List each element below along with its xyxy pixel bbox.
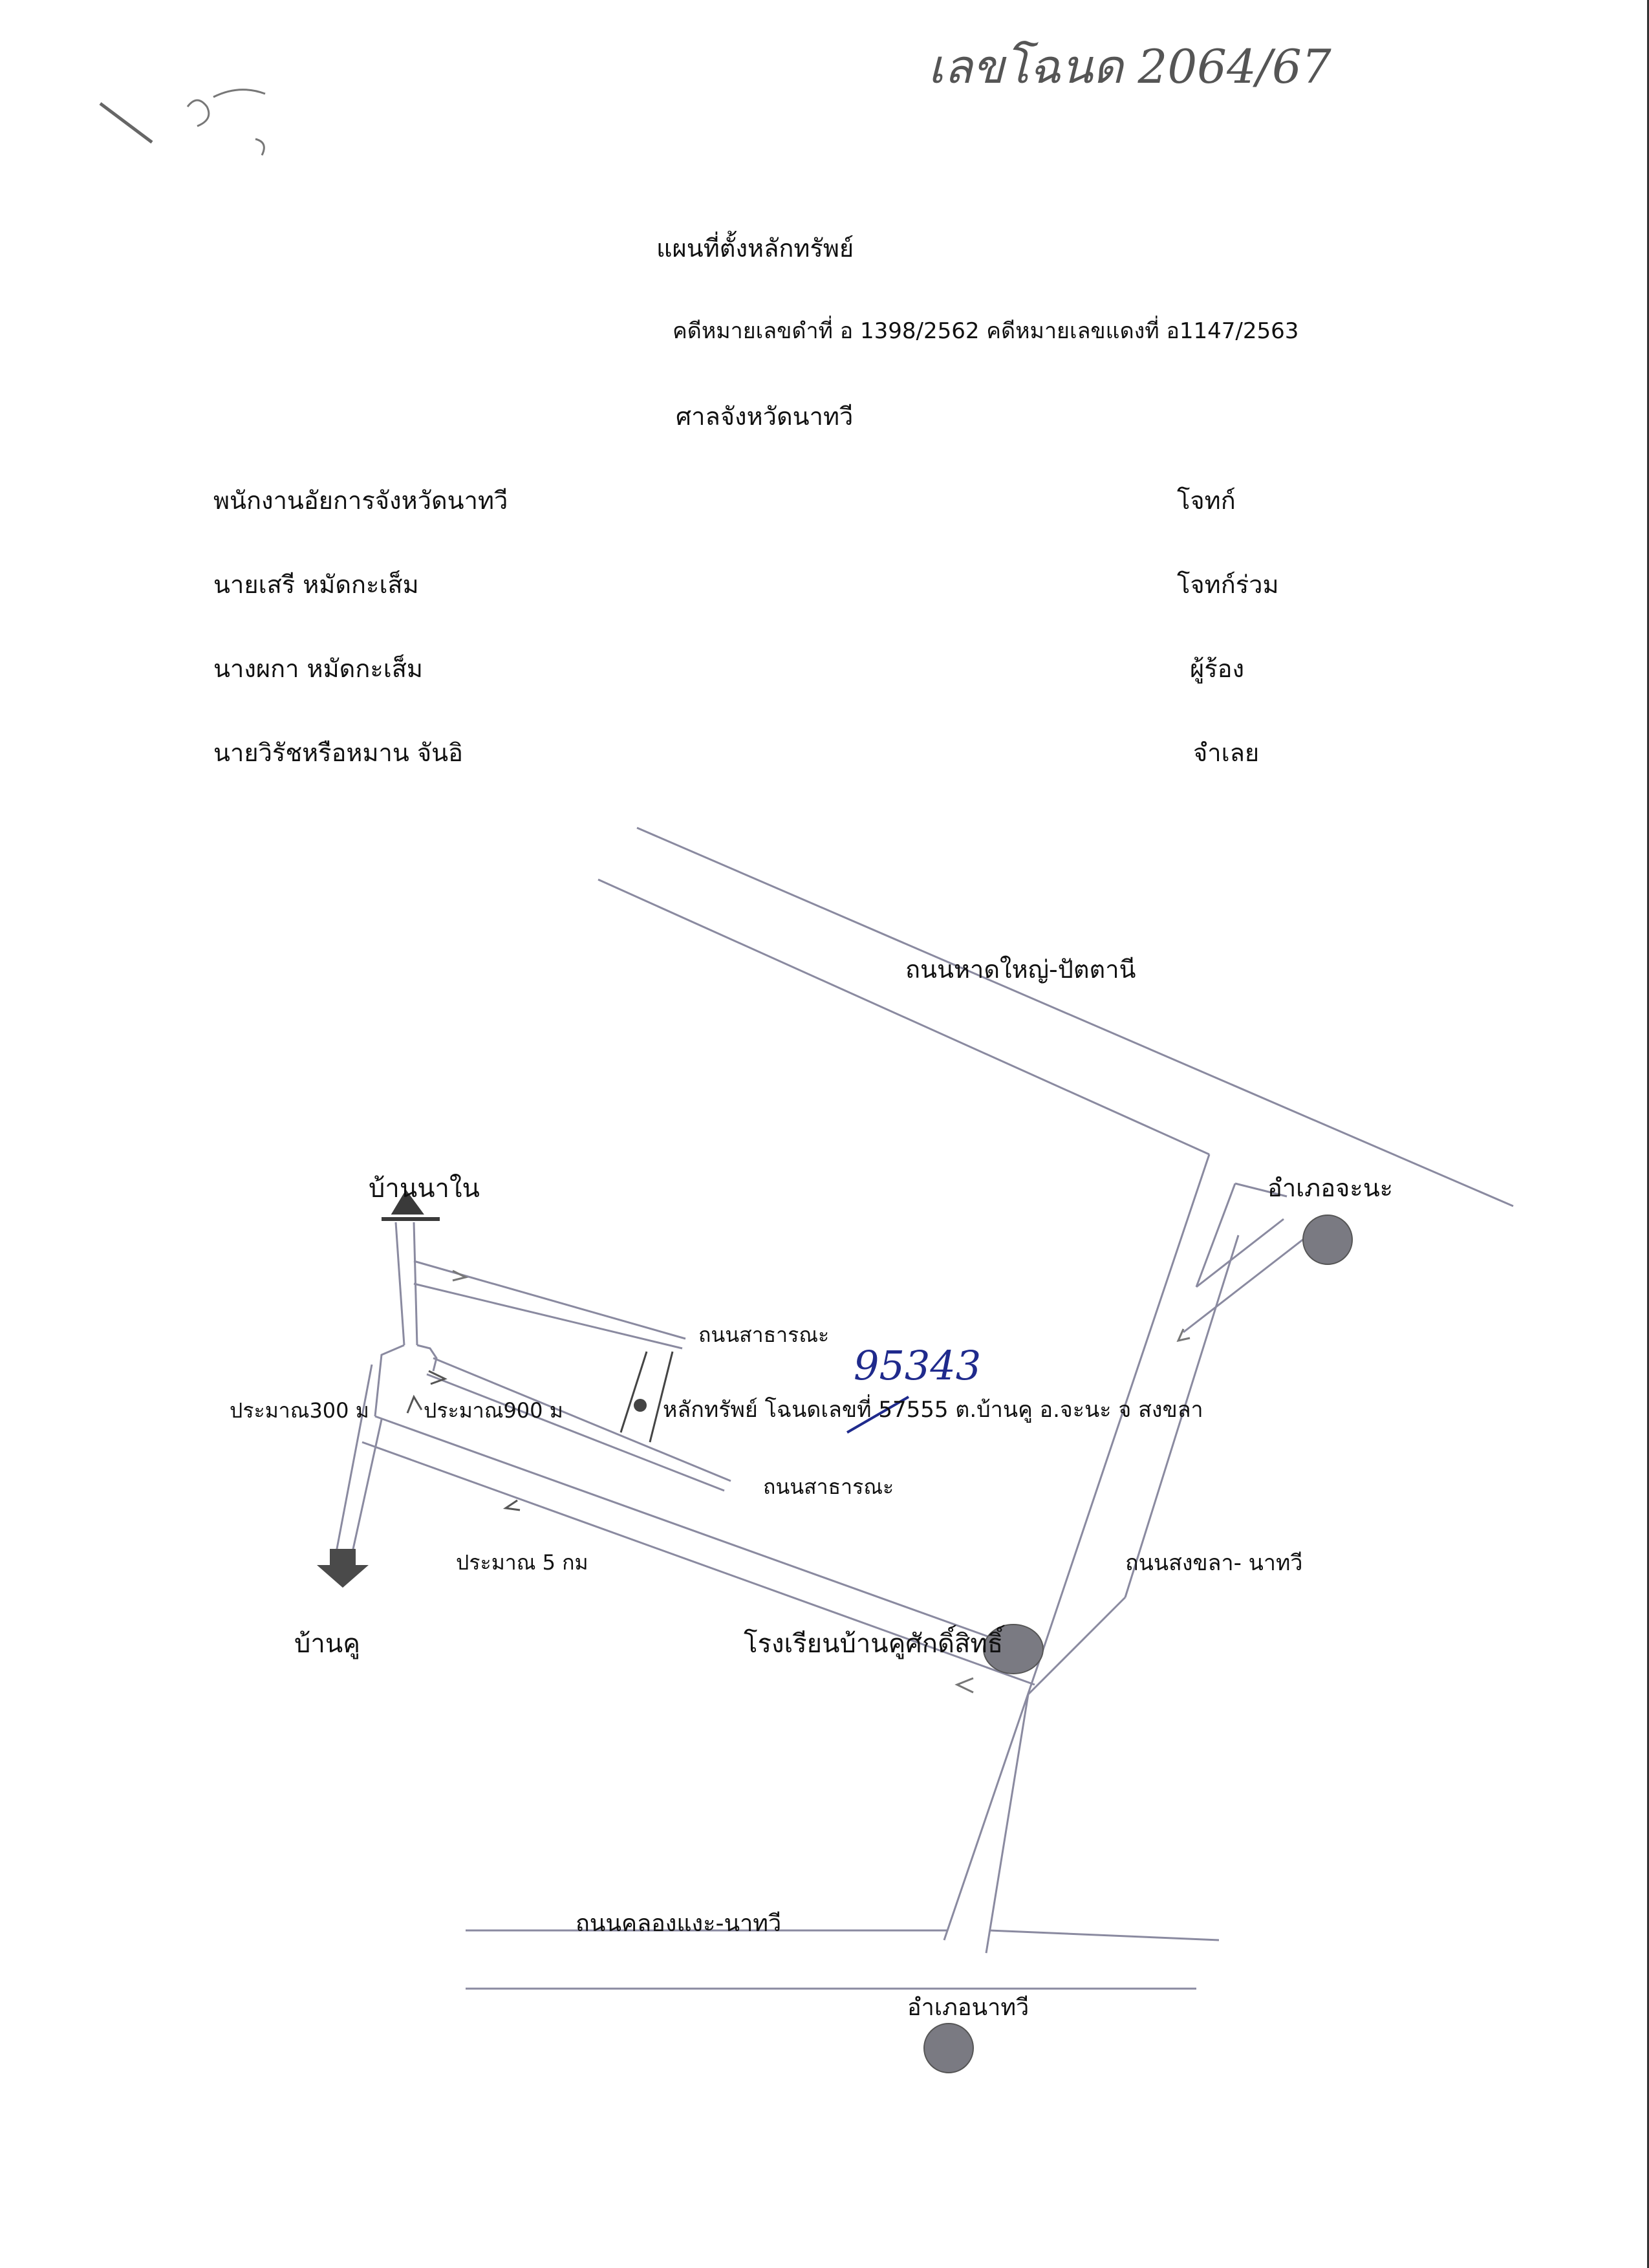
scan-edge bbox=[1647, 0, 1649, 2268]
road-songkhla-nathawi-line bbox=[1027, 1596, 1126, 1696]
place-label-ban-na-nai: บ้านนาใน bbox=[369, 1174, 480, 1204]
road-label-public-upper: ถนนสาธารณะ bbox=[698, 1323, 830, 1347]
handwritten-corrected-deed-number: 95343 bbox=[854, 1342, 982, 1389]
place-label-amphoe-chana: อำเภอจะนะ bbox=[1267, 1174, 1394, 1202]
place-label-ban-khu: บ้านคู bbox=[294, 1629, 360, 1659]
property-location-dot bbox=[634, 1399, 647, 1412]
road-to-ban-na-nai-line bbox=[394, 1222, 405, 1346]
road-label-songkhla-nathawi: ถนนสงขลา- นาทวี bbox=[1125, 1550, 1303, 1576]
handwritten-stroke bbox=[186, 99, 210, 127]
road-main-line bbox=[361, 1441, 1035, 1686]
amphoe-nathawi-marker bbox=[923, 2023, 974, 2073]
handwritten-stroke bbox=[213, 89, 266, 98]
road-to-ban-na-nai-line bbox=[413, 1222, 418, 1346]
road-songkhla-nathawi-line bbox=[1124, 1235, 1240, 1598]
property-deed-number: 57555 bbox=[878, 1397, 949, 1423]
road-connector-line bbox=[620, 1351, 648, 1433]
road-public-upper-line bbox=[413, 1282, 683, 1350]
party-name: พนักงานอัยการจังหวัดนาทวี bbox=[213, 486, 508, 515]
handwritten-deed-note: เลขโฉนด 2064/67 bbox=[928, 39, 1331, 94]
school-marker bbox=[983, 1624, 1044, 1674]
road-label-khlongngae-nathawi: ถนนคลองแงะ-นาทวี bbox=[576, 1910, 782, 1937]
road-hatyai-pattani-line bbox=[636, 826, 1514, 1207]
direction-chevron-icon bbox=[954, 1677, 974, 1694]
road-hatyai-pattani-line bbox=[598, 878, 1210, 1156]
deed-strike-mark bbox=[846, 1396, 910, 1434]
distance-label-900m: ประมาณ900 ม bbox=[424, 1398, 563, 1423]
property-label-suffix: ต.บ้านคู อ.จะนะ จ สงขลา bbox=[948, 1397, 1203, 1423]
property-label-prefix: หลักทรัพย์ โฉนดเลขที่ bbox=[663, 1397, 879, 1423]
road-label-public-lower: ถนนสาธารณะ bbox=[763, 1474, 894, 1499]
place-label-amphoe-nathawi: อำเภอนาทวี bbox=[907, 1994, 1029, 2021]
distance-label-5km: ประมาณ 5 กม bbox=[456, 1550, 588, 1575]
road-junction bbox=[374, 1344, 438, 1417]
party-name: นายเสรี หมัดกะเส็ม bbox=[213, 570, 419, 599]
road-connector-line bbox=[649, 1351, 674, 1443]
distance-label-300m: ประมาณ300 ม bbox=[230, 1398, 369, 1423]
direction-chevron-icon bbox=[428, 1370, 447, 1385]
party-role: โจทก์ bbox=[1177, 486, 1236, 515]
amphoe-chana-marker bbox=[1302, 1215, 1353, 1265]
party-name: นายวิรัชหรือหมาน จันอิ bbox=[213, 739, 463, 767]
direction-chevron-icon bbox=[1176, 1328, 1191, 1343]
road-main-line bbox=[374, 1415, 1042, 1657]
party-role: ผู้ร้อง bbox=[1190, 654, 1245, 683]
road-chana-branch-line bbox=[1183, 1231, 1313, 1334]
party-name: นางผกา หมัดกะเส็ม bbox=[213, 654, 423, 683]
road-songkhla-nathawi-line bbox=[943, 1655, 1042, 1941]
road-to-ban-khu-line bbox=[335, 1364, 373, 1553]
case-numbers: คดีหมายเลขดำที่ อ 1398/2562 คดีหมายเลขแด… bbox=[673, 318, 1299, 344]
road-public-lower-line bbox=[433, 1357, 731, 1482]
document-title: แผนที่ตั้งหลักทรัพย์ bbox=[656, 234, 854, 263]
road-chana-branch-line bbox=[1196, 1218, 1284, 1288]
handwritten-stroke bbox=[99, 102, 153, 144]
road-khlongngae-nathawi-line bbox=[989, 1929, 1220, 1941]
road-label-hatyai-pattani: ถนนหาดใหญ่-ปัตตานี bbox=[905, 955, 1136, 984]
party-role: จำเลย bbox=[1193, 739, 1260, 767]
property-label: หลักทรัพย์ โฉนดเลขที่ 57555 ต.บ้านคู อ.จ… bbox=[663, 1399, 1203, 1421]
arrow-up-icon bbox=[382, 1189, 440, 1221]
road-chana-branch-line bbox=[1195, 1183, 1236, 1288]
road-public-lower-line bbox=[426, 1373, 725, 1492]
road-chana-branch-line bbox=[1234, 1182, 1288, 1198]
court-name: ศาลจังหวัดนาทวี bbox=[676, 402, 854, 431]
road-songkhla-nathawi-line bbox=[985, 1694, 1029, 1954]
road-to-ban-khu-line bbox=[351, 1419, 383, 1553]
handwritten-stroke bbox=[255, 138, 265, 156]
direction-chevron-icon bbox=[452, 1269, 469, 1282]
road-songkhla-nathawi-line bbox=[1040, 1154, 1211, 1656]
direction-chevron-icon bbox=[406, 1394, 423, 1414]
direction-chevron-icon bbox=[502, 1499, 521, 1511]
party-role: โจทก์ร่วม bbox=[1177, 570, 1279, 599]
place-label-school: โรงเรียนบ้านคูศักดิ์สิทธิ์ bbox=[744, 1629, 1004, 1659]
arrow-down-icon bbox=[317, 1549, 369, 1588]
